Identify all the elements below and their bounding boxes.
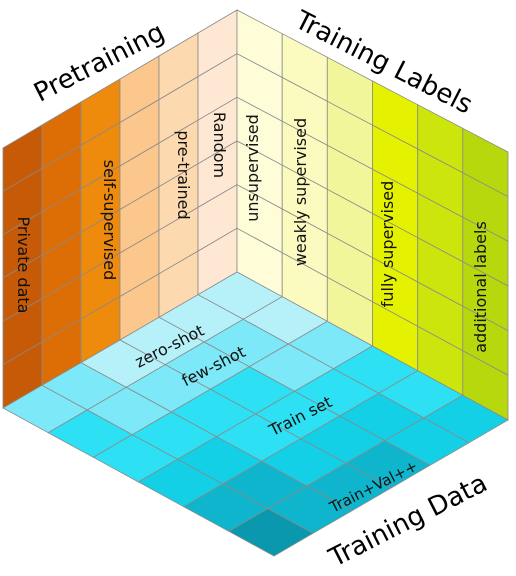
label-unsupervised: unsupervised: [243, 114, 262, 222]
training-data-cell: [227, 508, 314, 557]
label-fully-supervised: fully supervised: [378, 181, 397, 308]
label-additional-labels: additional labels: [471, 221, 490, 353]
training-data-face: [2, 271, 509, 557]
label-weakly-supervised: weakly supervised: [291, 118, 310, 266]
training-labels-face: [236, 9, 509, 421]
pretraining-face: [2, 9, 238, 409]
label-self-supervised: self-supervised: [100, 160, 119, 280]
label-random: Random: [210, 112, 229, 178]
label-private-data: Private data: [14, 217, 33, 314]
label-pre-trained: pre-trained: [174, 130, 193, 219]
